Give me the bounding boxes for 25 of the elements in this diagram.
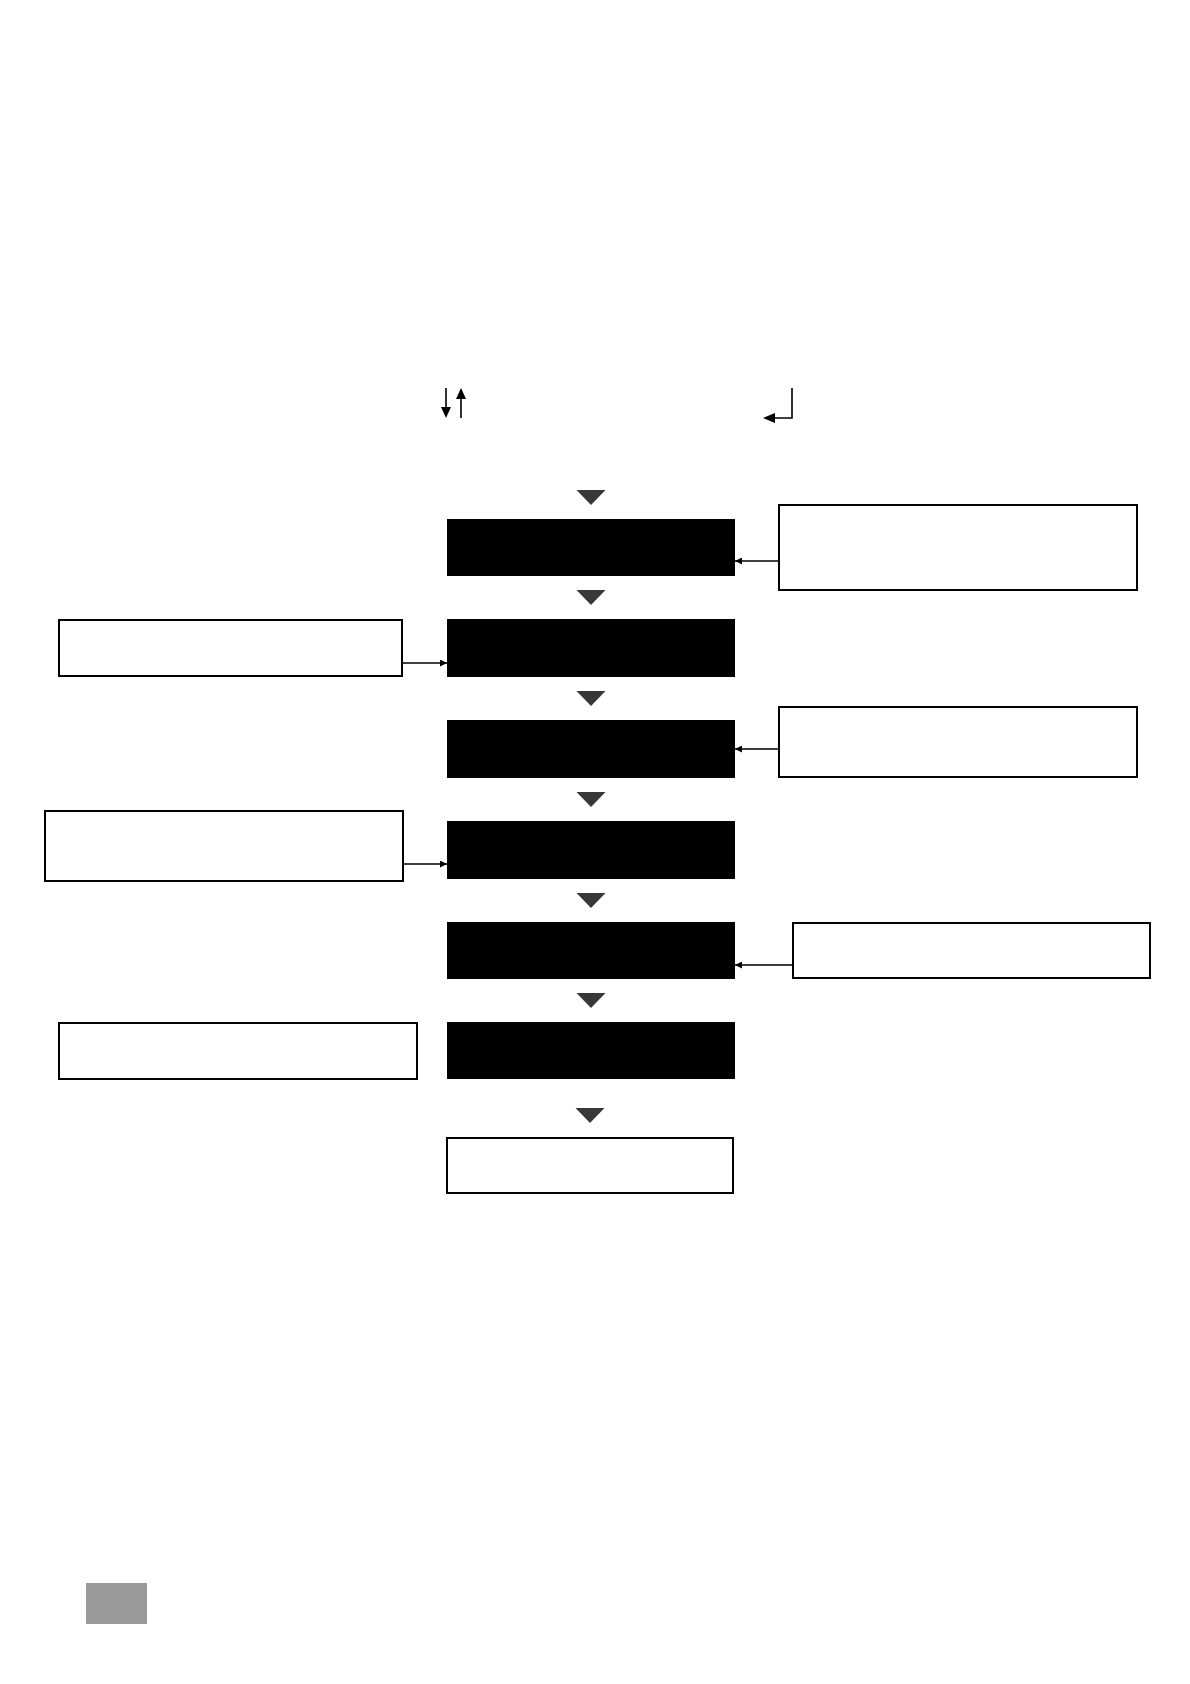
chevron-arrow [576, 691, 606, 706]
process-box [446, 1137, 734, 1194]
process-box [58, 619, 403, 677]
arrow [734, 557, 779, 565]
process-box [58, 1022, 418, 1080]
process-bar [447, 720, 735, 778]
process-box [778, 504, 1138, 591]
chevron-arrow [576, 993, 606, 1008]
process-bar [447, 922, 735, 979]
process-bar [447, 619, 735, 677]
chevron-arrow [576, 792, 606, 807]
arrow [734, 961, 793, 969]
arrow [734, 745, 779, 753]
process-bar [447, 519, 735, 576]
chevron-arrow [576, 893, 606, 908]
chevron-arrow [576, 490, 606, 505]
process-box [792, 922, 1151, 979]
arrow [403, 860, 448, 868]
process-box [778, 706, 1138, 778]
chevron-arrow [575, 1108, 605, 1123]
chevron-arrow [576, 590, 606, 605]
process-box [44, 810, 404, 882]
process-bar [447, 1022, 735, 1079]
process-bar [447, 821, 735, 879]
arrow [402, 659, 448, 667]
